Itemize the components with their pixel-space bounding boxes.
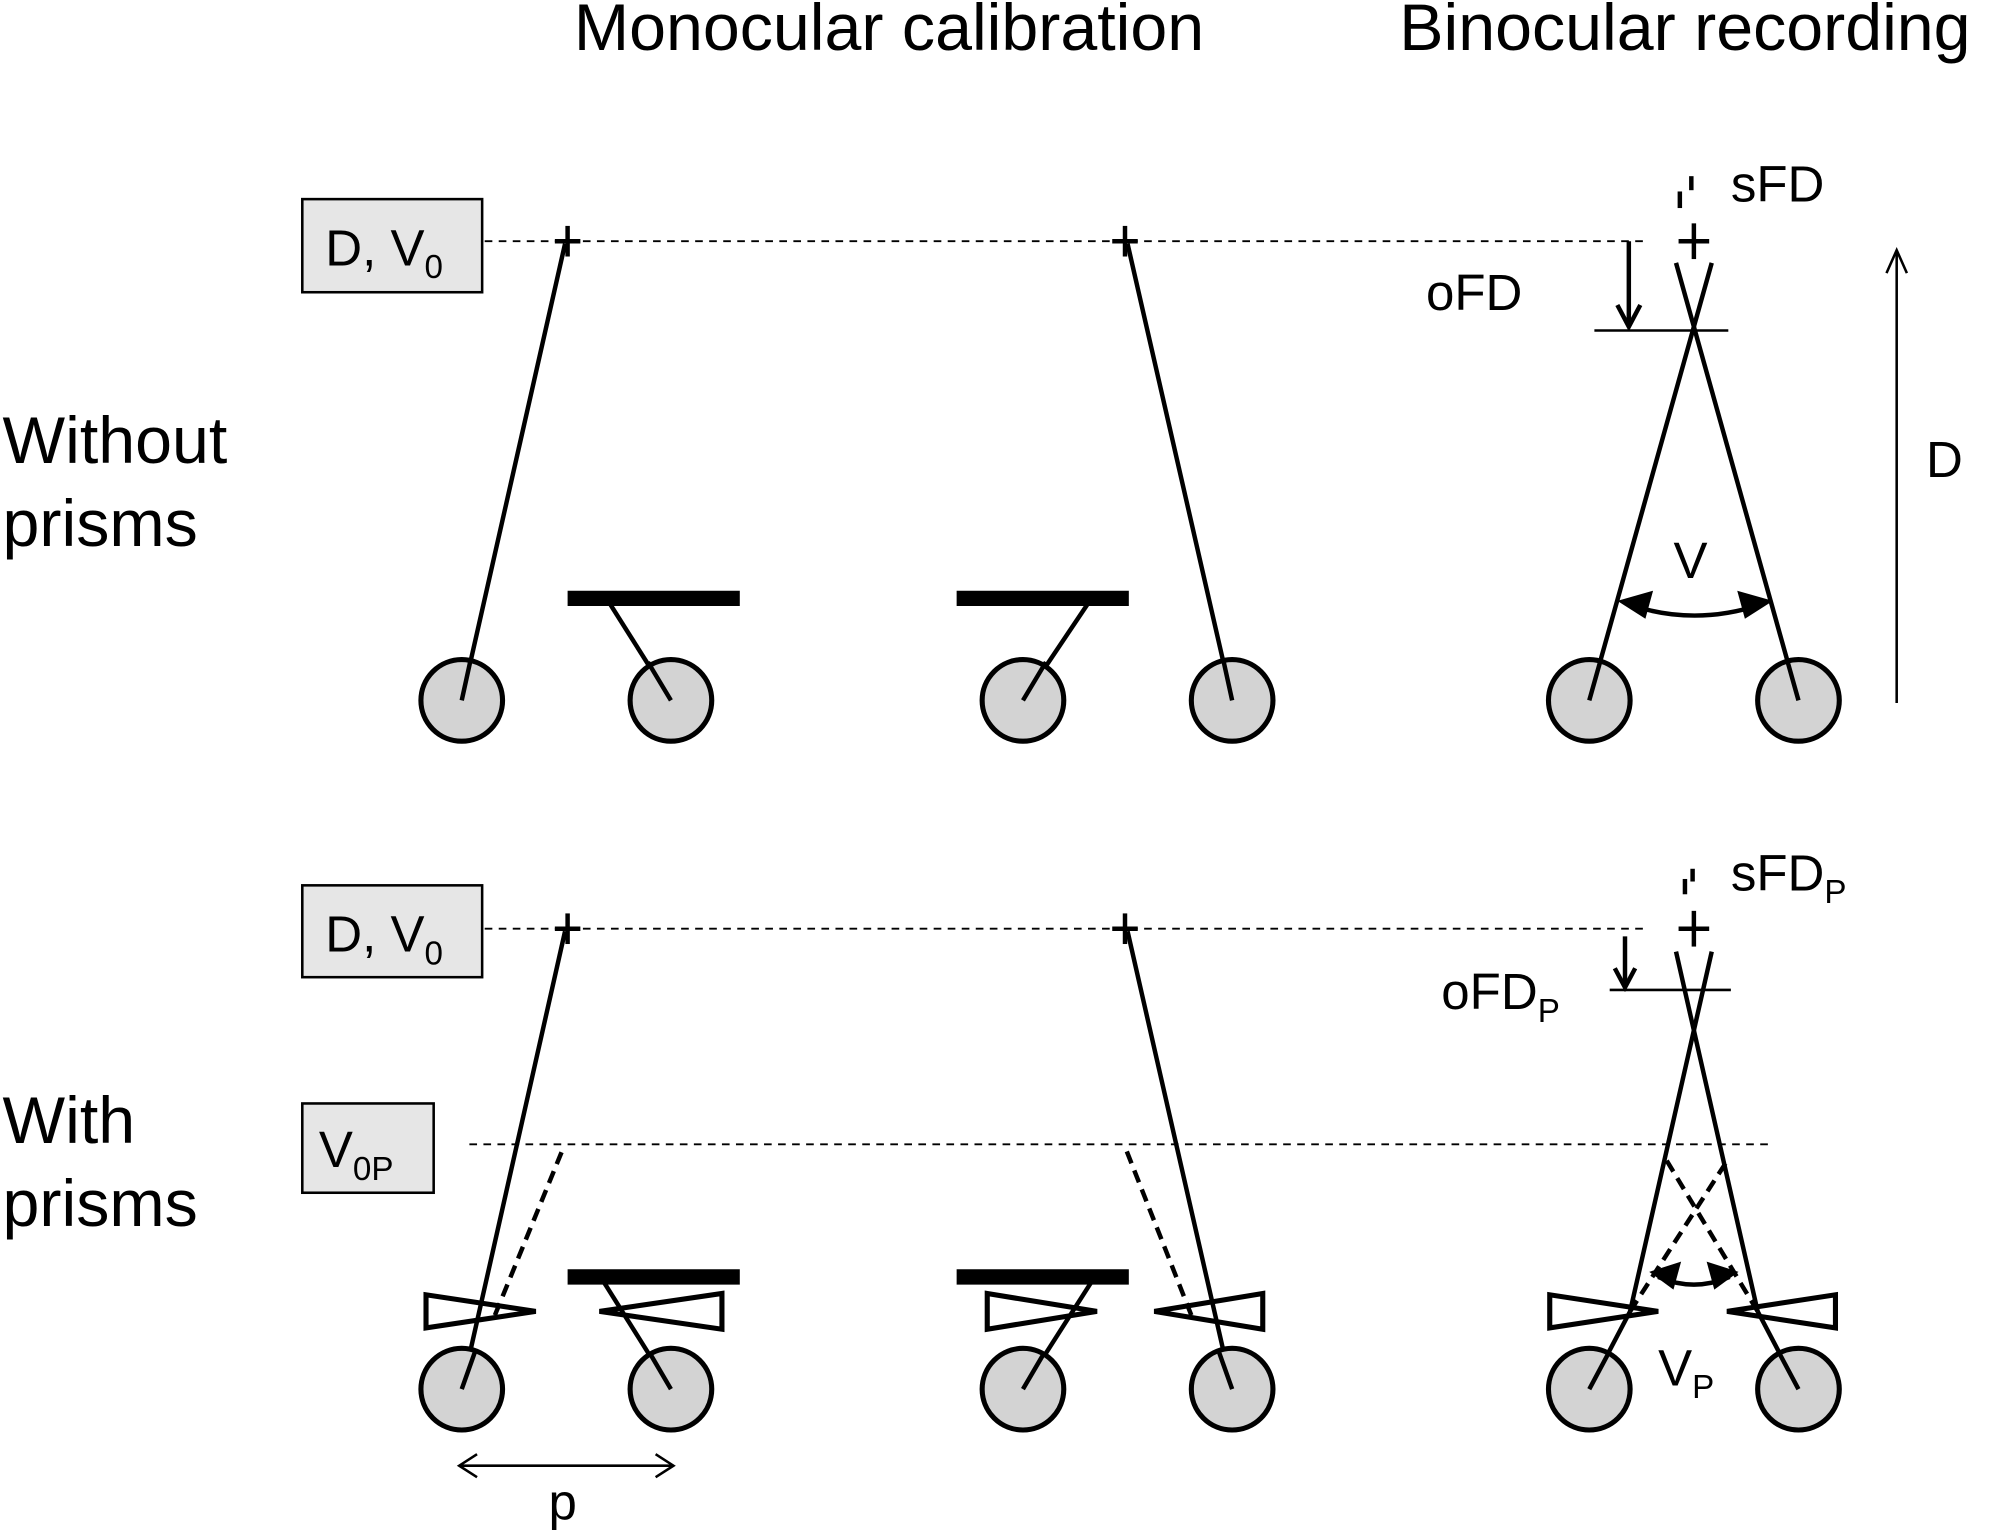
- target-box-bottom: [301, 884, 484, 979]
- label-v: V: [1673, 532, 1707, 589]
- row-label-without-line1: Without: [3, 404, 228, 478]
- label-ofd: oFD: [1426, 264, 1522, 321]
- ofd-arrowhead-icon: [1615, 303, 1643, 332]
- gaze-line-prism-deflected: [1628, 1155, 1732, 1313]
- prism-icon: [1726, 1291, 1839, 1331]
- top-row: D, V0 sFD oFD D: [301, 156, 1963, 744]
- prism-icon: [1547, 1291, 1659, 1331]
- vergence-arrowhead-icon: [1617, 590, 1654, 619]
- target-box-top: [301, 197, 484, 294]
- vergence-arrowhead-icon: [1737, 590, 1773, 619]
- fixation-cross-icon: [1112, 913, 1138, 945]
- row-label-with-line2: prisms: [3, 1167, 198, 1241]
- label-ofd-prism: oFDP: [1441, 963, 1560, 1030]
- gaze-line-prism-deflected: [1122, 1146, 1194, 1317]
- label-vp: VP: [1658, 1339, 1714, 1406]
- gaze-line-right-eye: [1125, 930, 1235, 1390]
- label-sfd-prism: sFDP: [1731, 844, 1847, 911]
- label-p: p: [548, 1473, 576, 1530]
- gaze-line-binocular-left: [1627, 951, 1714, 1312]
- title-monocular-calibration: Monocular calibration: [574, 0, 1204, 65]
- fixation-cross-icon: [1678, 223, 1710, 260]
- prism-icon: [1153, 1290, 1266, 1333]
- prism-icon: [984, 1290, 1098, 1333]
- prism-target-box-label: V0P: [319, 1121, 394, 1188]
- eye-icon: [1755, 1345, 1842, 1433]
- distance-arrowhead-icon: [1885, 247, 1909, 274]
- ofd-arrowhead-icon: [1612, 967, 1638, 993]
- gaze-line-binocular-right: [1673, 951, 1760, 1312]
- eye-icon: [1755, 657, 1842, 744]
- gaze-line-left-eye: [459, 930, 568, 1390]
- fixation-cross-icon: [1678, 910, 1710, 947]
- label-sfd: sFD: [1731, 156, 1825, 213]
- separation-arrowhead-icon: [456, 1453, 478, 1479]
- target-box-bottom-label: D, V0: [325, 906, 443, 973]
- vergence-arrowhead-icon: [1706, 1261, 1739, 1290]
- gaze-line-binocular-left: [1587, 262, 1714, 701]
- gaze-line-right-eye: [1125, 243, 1235, 701]
- gaze-line-prism-deflected: [1662, 1155, 1760, 1313]
- target-box-top-label: D, V0: [325, 219, 443, 286]
- vergence-angle-arc-icon: [1629, 602, 1761, 618]
- gaze-line-left-eye: [459, 243, 568, 701]
- label-d: D: [1926, 431, 1963, 488]
- prism-target-box: [301, 1102, 435, 1195]
- gaze-line-binocular-right: [1673, 262, 1801, 701]
- fixation-cross-icon: [1112, 225, 1138, 257]
- prism-icon: [423, 1291, 537, 1331]
- prism-icon: [599, 1290, 725, 1333]
- fixation-cross-icon: [554, 225, 581, 257]
- gaze-line-prism-deflected: [492, 1145, 566, 1317]
- separation-arrowhead-icon: [654, 1453, 676, 1479]
- row-label-without-line2: prisms: [3, 487, 198, 561]
- row-label-with-line1: With: [3, 1084, 136, 1158]
- vergence-arrowhead-icon: [1649, 1261, 1682, 1290]
- fixation-cross-icon: [554, 913, 581, 945]
- title-binocular-recording: Binocular recording: [1399, 0, 1970, 65]
- bottom-row: D, V0 V0P sFDP oFDP: [301, 844, 1847, 1530]
